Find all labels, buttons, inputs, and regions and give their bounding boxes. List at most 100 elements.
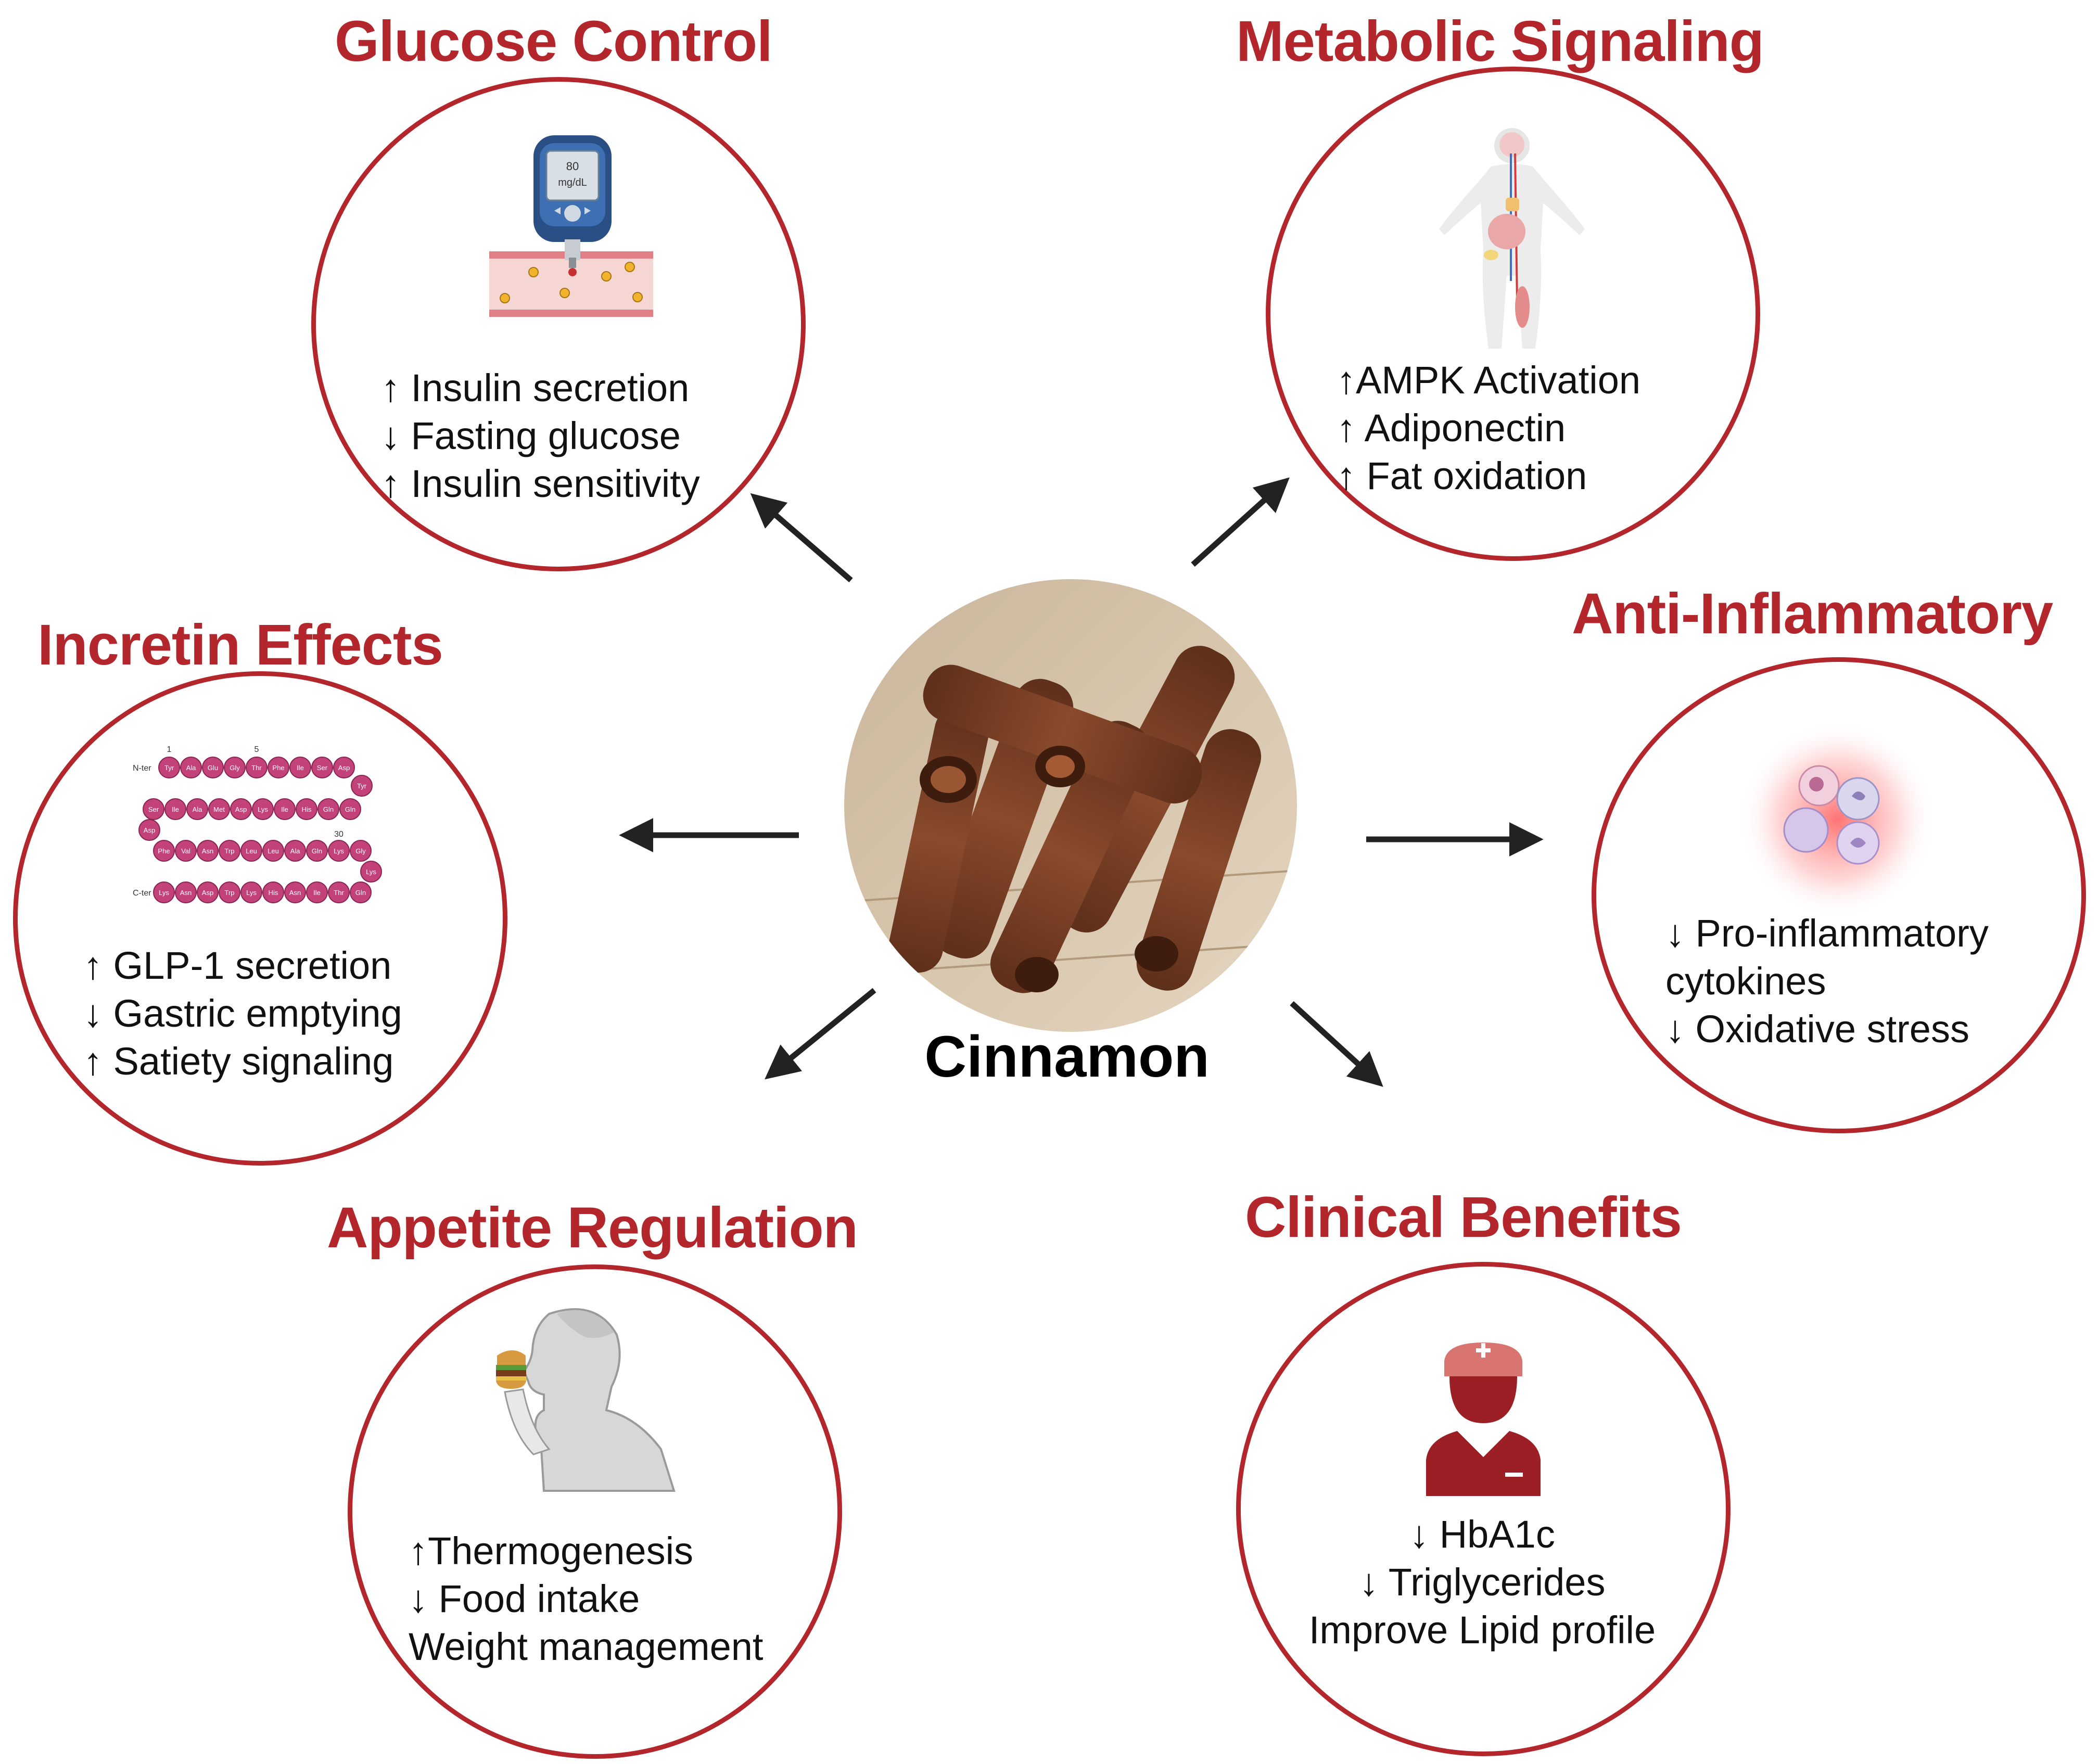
amino-acid-label: Lys — [258, 806, 268, 813]
amino-acid-label: Asp — [235, 806, 247, 813]
amino-acid-bead: Lys — [153, 881, 175, 903]
peptide-label: C-ter — [133, 889, 151, 898]
effect-line: ↓ HbA1c — [1409, 1513, 1555, 1556]
clinical-benefits-title: Clinical Benefits — [1245, 1185, 1682, 1249]
inflamed-cells-icon — [1738, 721, 1936, 918]
peptide-label: 1 — [167, 745, 172, 754]
effect-line: ↓ Gastric emptying — [83, 992, 402, 1035]
cinnamon-sticks-icon — [844, 579, 1297, 1032]
amino-acid-label: Lys — [366, 868, 376, 876]
amino-acid-label: Ser — [317, 764, 328, 772]
amino-acid-label: Asp — [338, 764, 350, 772]
amino-acid-bead: Asp — [333, 757, 355, 778]
amino-acid-bead: Ala — [186, 798, 208, 820]
amino-acid-label: His — [269, 889, 278, 897]
clinical-benefits-effects: ↓ HbA1c ↓ Triglycerides Improve Lipid pr… — [1274, 1511, 1690, 1654]
amino-acid-label: Ser — [148, 806, 159, 813]
appetite-regulation-effects: ↑Thermogenesis ↓ Food intake Weight mana… — [409, 1527, 763, 1671]
amino-acid-bead: Leu — [240, 840, 262, 862]
effect-line: ↑Thermogenesis — [409, 1529, 694, 1573]
amino-acid-label: Ile — [172, 806, 179, 813]
human-body-icon — [1439, 128, 1585, 349]
effect-line: ↓ Triglycerides — [1359, 1561, 1606, 1604]
amino-acid-label: Asn — [289, 889, 301, 897]
amino-acid-bead: Trp — [219, 840, 240, 862]
amino-acid-label: Ala — [193, 806, 203, 813]
amino-acid-bead: Ser — [311, 757, 333, 778]
incretin-effects-circle — [13, 671, 507, 1166]
metabolic-signaling-effects: ↑AMPK Activation ↑ Adiponectin ↑ Fat oxi… — [1337, 356, 1640, 500]
amino-acid-bead: Trp — [219, 881, 240, 903]
amino-acid-bead: Gln — [306, 840, 328, 862]
amino-acid-label: Ala — [290, 847, 301, 855]
peptide-label: 5 — [255, 745, 259, 754]
amino-acid-bead: Lys — [360, 861, 382, 883]
amino-acid-label: Asp — [202, 889, 213, 897]
amino-acid-label: Gln — [312, 847, 322, 855]
incretin-effects-title: Incretin Effects — [37, 613, 443, 677]
amino-acid-label: Leu — [246, 847, 257, 855]
metabolic-signaling-title: Metabolic Signaling — [1236, 9, 1764, 73]
amino-acid-bead: His — [262, 881, 284, 903]
amino-acid-bead: Thr — [246, 757, 268, 778]
amino-acid-label: Tyr — [357, 782, 367, 790]
effect-line: ↑ Fat oxidation — [1337, 454, 1587, 497]
effect-line: ↑ Insulin secretion — [381, 366, 690, 410]
amino-acid-label: Gly — [230, 764, 240, 772]
glucose-control-effects: ↑ Insulin secretion ↓ Fasting glucose ↑ … — [381, 364, 700, 508]
amino-acid-bead: Gly — [224, 757, 246, 778]
amino-acid-bead: Asn — [284, 881, 306, 903]
effect-line: ↓ Oxidative stress — [1665, 1007, 1969, 1051]
effect-line: ↑ Adiponectin — [1337, 406, 1566, 450]
arrow-to-appetite-regulation — [765, 988, 876, 1080]
effect-line: ↑AMPK Activation — [1337, 359, 1641, 402]
appetite-regulation-title: Appetite Regulation — [327, 1196, 858, 1260]
effect-line: ↑ Insulin sensitivity — [381, 462, 700, 505]
amino-acid-bead: Tyr — [158, 757, 180, 778]
amino-acid-label: Asp — [144, 826, 155, 834]
arrow-to-glucose-control — [750, 493, 853, 583]
person-eating-icon — [496, 1308, 676, 1492]
meter-unit: mg/dL — [558, 177, 587, 188]
amino-acid-bead: Gln — [339, 798, 361, 820]
anti-inflammatory-title: Anti-Inflammatory — [1572, 582, 2053, 646]
amino-acid-label: Trp — [224, 889, 234, 897]
amino-acid-bead: Lys — [328, 840, 350, 862]
amino-acid-label: Trp — [224, 847, 234, 855]
amino-acid-label: Asn — [202, 847, 213, 855]
effect-line: ↑ Satiety signaling — [83, 1040, 394, 1083]
amino-acid-bead: Glu — [202, 757, 224, 778]
amino-acid-label: Lys — [159, 889, 169, 897]
cinnamon-photo — [844, 579, 1297, 1032]
amino-acid-label: Met — [213, 806, 225, 813]
anti-inflammatory-effects: ↓ Pro-inflammatory cytokines ↓ Oxidative… — [1665, 910, 1989, 1053]
arrow-to-clinical-benefits — [1290, 1001, 1383, 1087]
amino-acid-bead: Lys — [240, 881, 262, 903]
amino-acid-label: Lys — [246, 889, 257, 897]
amino-acid-bead: Ile — [306, 881, 328, 903]
doctor-icon — [1426, 1343, 1541, 1496]
amino-acid-bead: Asn — [197, 840, 219, 862]
amino-acid-label: Asn — [180, 889, 192, 897]
amino-acid-bead: Ala — [180, 757, 202, 778]
amino-acid-bead: Leu — [262, 840, 284, 862]
amino-acid-label: Val — [181, 847, 190, 855]
amino-acid-label: Phe — [272, 764, 284, 772]
amino-acid-label: Tyr — [164, 764, 174, 772]
effect-line: Improve Lipid profile — [1308, 1608, 1656, 1652]
amino-acid-label: Thr — [334, 889, 344, 897]
amino-acid-bead: Phe — [153, 840, 175, 862]
amino-acid-bead: Asp — [197, 881, 219, 903]
amino-acid-bead: Met — [208, 798, 230, 820]
meter-value: 80 — [566, 160, 579, 173]
amino-acid-label: Ile — [281, 806, 288, 813]
amino-acid-label: Ala — [186, 764, 197, 772]
amino-acid-label: Glu — [208, 764, 218, 772]
amino-acid-bead: Gln — [317, 798, 339, 820]
clinical-benefits-circle — [1236, 1262, 1731, 1756]
amino-acid-label: Ile — [297, 764, 304, 772]
amino-acid-bead: His — [296, 798, 317, 820]
center-label: Cinnamon — [924, 1024, 1210, 1089]
